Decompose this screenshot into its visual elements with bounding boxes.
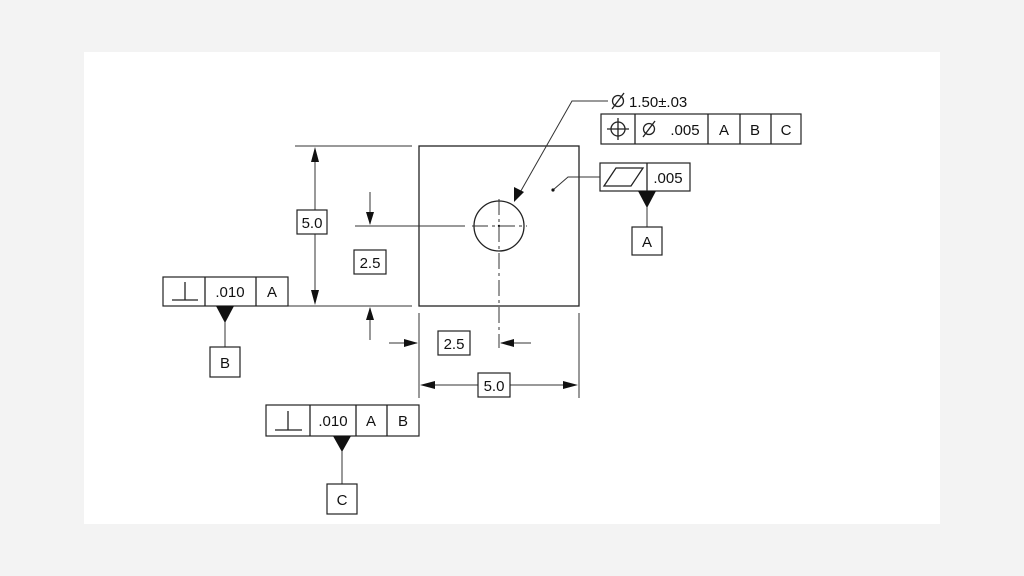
diameter-symbol-callout <box>611 92 625 110</box>
datum-b-box <box>209 346 241 378</box>
perp-left-datum-a-text: A <box>267 284 277 301</box>
hole-y-dimension-text: 2.5 <box>360 255 381 272</box>
width-arrow-left <box>420 381 435 389</box>
flatness-leader-dot <box>551 188 555 192</box>
flatness-symbol-icon <box>602 167 645 187</box>
height-arrow-bottom <box>311 290 319 305</box>
datum-c-box <box>326 483 358 515</box>
position-tolerance-text: .005 <box>670 122 699 139</box>
flatness-tolerance-text: .005 <box>653 170 682 187</box>
perpendicularity-symbol-bottom-icon <box>275 411 302 431</box>
diameter-symbol-fcf <box>642 120 656 138</box>
position-fcf <box>600 113 802 145</box>
perpendicularity-fcf-bottom <box>265 404 420 437</box>
perp-bottom-tolerance-text: .010 <box>318 413 347 430</box>
width-dimension-box <box>477 372 511 398</box>
flatness-leader-line <box>552 176 600 191</box>
hole-y-arrow-bottom <box>366 307 374 320</box>
hole-leader-arrow <box>514 187 524 202</box>
hole-y-arrow-top <box>366 212 374 225</box>
position-datum-c-text: C <box>781 122 792 139</box>
hole-y-dimension-box <box>353 249 387 275</box>
position-datum-a-text: A <box>719 122 729 139</box>
hole-x-dimension-box <box>437 330 471 356</box>
perp-bottom-datum-a-text: A <box>366 413 376 430</box>
datum-a-box <box>631 226 663 256</box>
perp-bottom-datum-b-text: B <box>398 413 408 430</box>
height-dimension-box <box>296 209 328 235</box>
datum-b-text: B <box>220 355 230 372</box>
datum-a-text: A <box>642 234 652 251</box>
datum-a-triangle <box>638 191 656 208</box>
position-symbol-icon <box>607 118 629 140</box>
hole-x-arrow-right <box>500 339 514 347</box>
datum-c-text: C <box>337 492 348 509</box>
perpendicularity-symbol-left-icon <box>172 282 198 301</box>
perp-left-tolerance-text: .010 <box>215 284 244 301</box>
hole-x-arrow-left <box>404 339 418 347</box>
height-arrow-top <box>311 147 319 162</box>
hole-x-dimension-text: 2.5 <box>444 336 465 353</box>
datum-c-triangle <box>333 436 351 452</box>
hole-leader-line <box>517 100 608 197</box>
perpendicularity-fcf-left <box>162 276 289 307</box>
datum-b-triangle <box>216 306 234 323</box>
position-datum-b-text: B <box>750 122 760 139</box>
hole-size-text: 1.50±.03 <box>629 94 687 111</box>
width-dimension-text: 5.0 <box>484 378 505 395</box>
width-arrow-right <box>563 381 578 389</box>
height-dimension-text: 5.0 <box>302 215 323 232</box>
